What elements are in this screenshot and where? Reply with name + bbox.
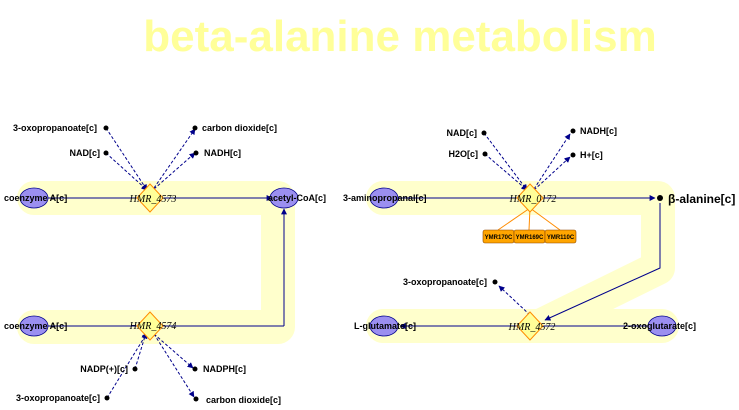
metabolite-dot[interactable] <box>103 150 109 156</box>
gene-ymr170c[interactable]: YMR170C <box>482 229 515 244</box>
edge-4574-to-nadph <box>153 333 194 369</box>
metabolite-label: NAD[c] <box>70 148 101 158</box>
metabolite-dot[interactable] <box>657 195 663 201</box>
reaction-hmr-4572[interactable]: HMR_4572 <box>399 203 661 341</box>
metabolite-label: coenzyme A[c] <box>4 193 67 203</box>
reaction-node[interactable] <box>136 311 164 341</box>
gene-box[interactable] <box>544 229 577 244</box>
metabolite-carbon-dioxide-b[interactable]: carbon dioxide[c] <box>193 395 282 405</box>
metabolite-dot[interactable] <box>482 151 488 157</box>
metabolite-dot[interactable] <box>104 395 110 401</box>
metabolite-dot[interactable] <box>193 150 199 156</box>
metabolite-dot[interactable] <box>103 125 109 131</box>
metabolite-nadh-a[interactable]: NADH[c] <box>193 148 242 158</box>
edge-nad-to-0172 <box>483 132 528 191</box>
gene-label: YMR169C <box>516 235 544 241</box>
reaction-hmr-4573[interactable]: HMR_4573 <box>48 127 273 213</box>
metabolite-3-oxopropanoate-c[interactable]: 3-oxopropanoate[c] <box>403 277 498 287</box>
metabolite-l-glutamate[interactable]: L-glutamate[c] <box>354 315 416 337</box>
pathway-band-right <box>366 181 679 343</box>
metabolite-3-aminopropanal[interactable]: 3-aminopropanal[c] <box>343 187 427 209</box>
reaction-hmr-4574[interactable]: HMR_4574 <box>48 208 287 399</box>
edge-4574-to-co2 <box>153 333 195 398</box>
metabolite-label: H+[c] <box>580 150 603 160</box>
metabolite-dot[interactable] <box>570 152 576 158</box>
gene-link-3 <box>529 207 561 231</box>
edge-4573-to-nadh <box>153 152 196 190</box>
metabolite-nadh-c[interactable]: NADH[c] <box>570 126 618 136</box>
metabolite-dot[interactable] <box>481 130 487 136</box>
metabolite-nadph[interactable]: NADPH[c] <box>192 364 247 374</box>
metabolite-label: β-alanine[c] <box>668 192 735 206</box>
edge-oxopropanoate-to-4574 <box>106 332 148 399</box>
metabolite-label: NADH[c] <box>580 126 617 136</box>
metabolite-label: NAD[c] <box>447 128 478 138</box>
metabolite-label: NADH[c] <box>204 148 241 158</box>
reaction-label: HMR_4573 <box>129 194 177 205</box>
reaction-hmr-0172[interactable]: HMR_0172 <box>397 132 656 231</box>
metabolite-label: 3-oxopropanoate[c] <box>16 393 100 403</box>
metabolite-h-plus[interactable]: H+[c] <box>570 150 603 160</box>
metabolite-label: H2O[c] <box>448 149 478 159</box>
edge-0172-to-h <box>533 156 571 191</box>
metabolite-dot[interactable] <box>492 279 498 285</box>
reaction-label: HMR_4572 <box>508 322 556 333</box>
reaction-label: HMR_0172 <box>509 194 557 205</box>
reaction-label: HMR_4574 <box>129 321 177 332</box>
metabolite-acetyl-coa[interactable]: acetyl-CoA[c] <box>268 187 326 209</box>
reaction-node[interactable] <box>516 183 544 213</box>
reaction-node[interactable] <box>136 183 164 213</box>
metabolite-nad-c[interactable]: NAD[c] <box>447 128 487 138</box>
metabolite-nad-a[interactable]: NAD[c] <box>70 148 109 158</box>
edge-0172-to-nadh <box>533 133 571 190</box>
gene-label: YMR110C <box>547 235 575 241</box>
metabolite-label: 3-aminopropanal[c] <box>343 193 427 203</box>
gene-label: YMR170C <box>485 235 513 241</box>
metabolite-beta-alanine[interactable]: β-alanine[c] <box>657 192 735 206</box>
metabolite-coenzyme-a-bottom[interactable]: coenzyme A[c] <box>4 315 67 337</box>
edge-4573-to-co2 <box>153 128 196 189</box>
diagram-title: beta-alanine metabolism <box>143 12 656 61</box>
gene-ymr110c[interactable]: YMR110C <box>544 229 577 244</box>
edge-oxopropanoate-to-4573 <box>105 127 148 191</box>
metabolite-label: L-glutamate[c] <box>354 321 416 331</box>
metabolite-node[interactable] <box>369 315 399 337</box>
metabolite-node[interactable] <box>647 315 677 337</box>
metabolite-label: acetyl-CoA[c] <box>268 193 326 203</box>
metabolite-3-oxopropanoate-b[interactable]: 3-oxopropanoate[c] <box>16 393 110 403</box>
metabolite-label: 3-oxopropanoate[c] <box>403 277 487 287</box>
metabolite-label: 2-oxoglutarate[c] <box>623 321 696 331</box>
metabolite-label: NADP(+)[c] <box>80 364 128 374</box>
metabolite-node[interactable] <box>269 187 299 209</box>
metabolite-dot[interactable] <box>192 125 198 131</box>
metabolite-dot[interactable] <box>192 366 198 372</box>
metabolite-carbon-dioxide-a[interactable]: carbon dioxide[c] <box>192 123 278 133</box>
metabolite-3-oxopropanoate-a[interactable]: 3-oxopropanoate[c] <box>13 123 109 133</box>
metabolite-label: NADPH[c] <box>203 364 246 374</box>
edge-nad-to-4573 <box>105 152 148 191</box>
metabolite-label: carbon dioxide[c] <box>206 395 281 405</box>
metabolite-dot[interactable] <box>193 396 199 402</box>
metabolite-h2o[interactable]: H2O[c] <box>448 149 488 159</box>
edge-beta-alanine-to-4572 <box>544 203 661 321</box>
metabolite-2-oxoglutarate[interactable]: 2-oxoglutarate[c] <box>623 315 696 337</box>
metabolite-coenzyme-a-top[interactable]: coenzyme A[c] <box>4 187 67 209</box>
pathway-band-left <box>17 181 295 344</box>
gene-ymr169c[interactable]: YMR169C <box>513 229 546 244</box>
metabolite-nadp[interactable]: NADP(+)[c] <box>80 364 138 374</box>
metabolite-node[interactable] <box>369 187 399 209</box>
metabolite-node[interactable] <box>19 187 49 209</box>
metabolite-label: carbon dioxide[c] <box>202 123 277 133</box>
metabolite-label: coenzyme A[c] <box>4 321 67 331</box>
reaction-node[interactable] <box>516 311 544 341</box>
metabolite-node[interactable] <box>19 315 49 337</box>
metabolite-dot[interactable] <box>570 128 576 134</box>
metabolite-dot[interactable] <box>132 366 138 372</box>
gene-link-1 <box>497 207 531 231</box>
edge-4572-to-oxopropanoate <box>498 285 531 316</box>
edge-h2o-to-0172 <box>484 153 528 191</box>
metabolite-label: 3-oxopropanoate[c] <box>13 123 97 133</box>
